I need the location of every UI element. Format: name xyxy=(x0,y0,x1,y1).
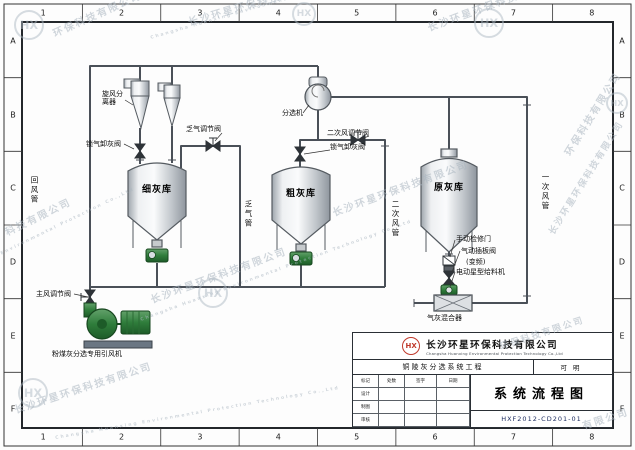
grid-row-label: F xyxy=(10,404,16,414)
grid-row-label: E xyxy=(10,331,16,340)
title-table-cell: 审核 xyxy=(353,414,379,427)
fan-base xyxy=(83,340,153,349)
return-air-pipe xyxy=(89,65,318,306)
project-name: 铜陵灰分选系统工程 xyxy=(353,360,534,374)
title-table-cell xyxy=(437,401,470,414)
grid-row-label: F xyxy=(619,404,625,414)
cyclone1-cone xyxy=(130,95,150,130)
secondary-air-control-valve xyxy=(350,131,366,146)
title-table-cell xyxy=(379,388,405,401)
fan-hub xyxy=(97,319,107,329)
grid-col-label: 4 xyxy=(275,432,281,442)
title-block: HX 长沙环星环保科技有限公司 Changsha Huanxing Enviro… xyxy=(352,332,613,428)
grid-col-label: 1 xyxy=(40,8,46,18)
grid-row-label: A xyxy=(10,36,16,46)
drawing-number: HXF2012-CD201-01 xyxy=(471,410,612,427)
title-table-cell xyxy=(379,414,405,427)
secondary-air-pipe xyxy=(318,139,386,287)
grid-row-label: C xyxy=(619,183,625,193)
leader-lines xyxy=(73,99,461,298)
title-block-project-row: 铜陵灰分选系统工程 可明 xyxy=(353,360,612,375)
pneumatic-gate-valve xyxy=(442,271,456,285)
company-name-en: Changsha Huanxing Environmental Protecti… xyxy=(426,350,563,356)
title-table-cell xyxy=(405,414,437,427)
cyclone2-cone xyxy=(163,97,181,128)
title-table-cell xyxy=(437,388,470,401)
title-table-cell xyxy=(379,401,405,414)
revision-table: 标记处数签字日期设计制图审核 xyxy=(353,375,471,427)
pneumatic-gate-actuator xyxy=(443,265,455,272)
company-name: 长沙环星环保科技有限公司 xyxy=(426,339,559,351)
grid-col-label: 3 xyxy=(197,8,203,18)
title-block-bottom-row: 标记处数签字日期设计制图审核 系统流程图 HXF2012-CD201-01 xyxy=(353,375,612,427)
company-logo-icon: HX xyxy=(402,337,421,355)
grid-row-label: B xyxy=(619,110,625,119)
grid-col-label: 8 xyxy=(589,8,595,18)
manual-access-door-mark xyxy=(442,255,456,266)
grid-col-label: 5 xyxy=(354,8,360,18)
cyclone-separators xyxy=(123,78,181,130)
grid-col-label: 2 xyxy=(119,432,125,442)
valves xyxy=(80,131,458,305)
company-logo-text: HX xyxy=(405,342,417,350)
title-block-title-area: 系统流程图 HXF2012-CD201-01 xyxy=(471,375,612,427)
gas-ash-mixer xyxy=(433,294,473,312)
grid-col-label: 8 xyxy=(589,432,595,442)
title-table-cell xyxy=(437,414,470,427)
approval-cell: 可明 xyxy=(560,364,586,372)
lock-ash-valve-classifier xyxy=(294,146,306,162)
grid-row-label: A xyxy=(619,36,625,46)
drawing-title: 系统流程图 xyxy=(493,387,589,402)
raw-silo-vent xyxy=(440,148,458,158)
title-table-cell: 处数 xyxy=(379,375,405,388)
grid-col-label: 6 xyxy=(432,432,438,442)
grid-row-label: D xyxy=(9,257,17,267)
silos xyxy=(127,148,478,253)
classifier-unit xyxy=(304,76,332,111)
grid-col-label: 5 xyxy=(354,432,360,442)
grid-col-label: 7 xyxy=(510,8,516,18)
grid-col-label: 2 xyxy=(119,8,125,18)
rotary-feeders xyxy=(145,248,313,266)
fine-ash-silo-shape xyxy=(127,162,187,248)
lock-ash-valve-cyclone xyxy=(134,143,146,159)
coarse-ash-silo-shape xyxy=(271,166,331,252)
title-table-cell: 日期 xyxy=(437,375,470,388)
title-table-cell: 签字 xyxy=(405,375,437,388)
primary-air-pipe xyxy=(331,96,528,304)
induced-draft-fan xyxy=(83,302,153,349)
grid-col-label: 7 xyxy=(510,432,516,442)
title-table-cell: 标记 xyxy=(353,375,379,388)
grid-row-label: D xyxy=(618,257,626,267)
grid-row-label: C xyxy=(10,183,16,193)
fan-motor xyxy=(120,310,151,335)
star-feeder-shaft xyxy=(445,286,453,294)
main-air-control-valve xyxy=(80,289,96,305)
title-table-cell xyxy=(405,388,437,401)
title-block-company-row: HX 长沙环星环保科技有限公司 Changsha Huanxing Enviro… xyxy=(353,333,612,360)
title-table-cell xyxy=(405,401,437,414)
grid-row-label: E xyxy=(619,331,625,340)
title-table-cell: 设计 xyxy=(353,388,379,401)
title-table-cell: 制图 xyxy=(353,401,379,414)
flanges xyxy=(136,104,531,307)
grid-col-label: 1 xyxy=(40,432,46,442)
grid-col-label: 3 xyxy=(197,432,203,442)
raw-ash-silo-shape xyxy=(420,148,478,253)
grid-col-label: 6 xyxy=(432,8,438,18)
exhaust-gas-control-valve xyxy=(205,137,221,152)
grid-row-label: B xyxy=(10,110,16,119)
grid-col-label: 4 xyxy=(275,8,281,18)
